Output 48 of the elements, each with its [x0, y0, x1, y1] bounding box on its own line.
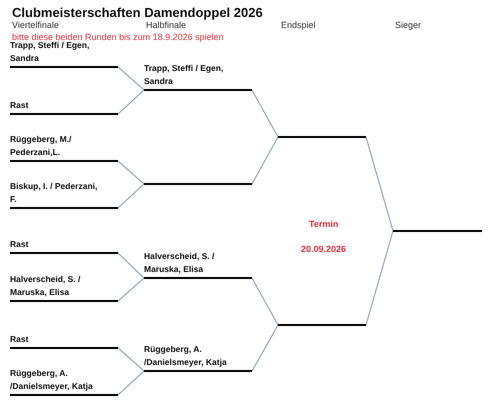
player-names: Halverscheid, S. / Maruska, Elisa	[144, 250, 216, 276]
label-text: Halbfinale	[146, 20, 186, 31]
player-names: Trapp, Steffi / Egen, Sandra	[10, 40, 90, 65]
winner-line	[393, 229, 482, 232]
player-slot	[10, 333, 118, 349]
player-names: Biskup, I. / Pederzani, F.	[10, 180, 98, 206]
player-names: Rüggeberg, M./ Pederzani,L.	[10, 133, 72, 159]
bracket-line	[118, 370, 144, 396]
bracket-line	[366, 230, 394, 326]
label-text: 20.09.2026	[301, 243, 346, 255]
label-text: bitte diese beiden Runden bis zum 18.9.2026 spielen	[12, 31, 224, 42]
bracket-line	[118, 160, 144, 184]
title: Clubmeisterschaften Damendoppel 2026	[12, 4, 263, 22]
bracket-line	[118, 348, 144, 372]
bracket-line	[252, 324, 278, 372]
player-slot	[10, 238, 118, 254]
player-names: Trapp, Steffi / Egen, Sandra	[144, 62, 224, 88]
player-slot	[144, 62, 252, 91]
bracket-line	[118, 184, 144, 208]
player-names: Halverscheid, S. / Maruska, Elisa	[10, 273, 82, 299]
player-names: Rast	[10, 238, 30, 251]
player-slot	[144, 343, 252, 372]
bracket-line	[252, 90, 278, 138]
bracket-line	[118, 278, 144, 302]
bracket-line	[118, 90, 144, 114]
winner-line	[278, 323, 366, 326]
winner-line	[144, 182, 252, 185]
player-slot	[10, 367, 118, 396]
player-names: Rüggeberg, A. /Danielsmeyer, Katja	[144, 343, 228, 369]
bracket-line	[118, 252, 144, 278]
player-slot	[10, 133, 118, 162]
bracket-line	[118, 66, 144, 90]
player-slot	[10, 273, 118, 302]
bracket-line	[252, 136, 278, 184]
player-names: Rast	[10, 333, 30, 346]
label-text: Sieger	[395, 19, 422, 31]
label-text: Viertelfinale	[12, 19, 59, 31]
label-text: Endspiel	[281, 19, 316, 31]
bracket-line	[252, 278, 278, 326]
winner-line	[278, 135, 366, 138]
player-slot	[10, 39, 118, 68]
label-text: Termin	[309, 218, 338, 230]
player-names: Rast	[10, 99, 30, 112]
bracket-line	[366, 136, 394, 232]
player-names: Rüggeberg, A. /Danielsmeyer, Katja	[10, 367, 94, 393]
player-slot	[144, 250, 252, 279]
player-slot	[10, 180, 118, 209]
player-slot	[10, 99, 118, 115]
